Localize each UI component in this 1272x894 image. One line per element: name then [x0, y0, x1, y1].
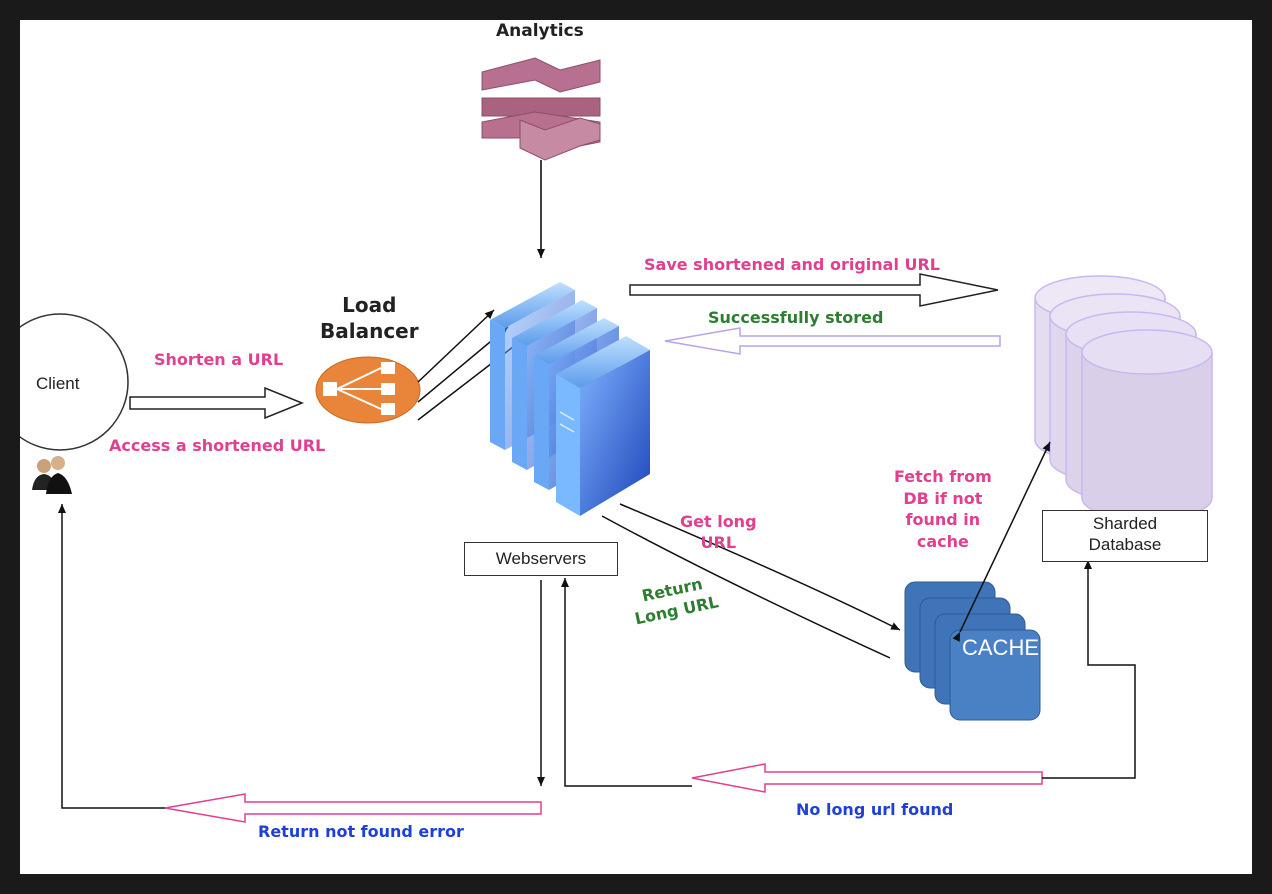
client-circle	[20, 313, 129, 451]
database-icon	[1034, 275, 1213, 521]
get-long-url-label: Get long URL	[680, 512, 757, 552]
balancer-server-arrow-1	[417, 309, 495, 383]
get-long-url-arrow	[619, 503, 901, 631]
not-found-arrow	[164, 793, 542, 823]
return-not-found-label: Return not found error	[258, 822, 464, 841]
database-path-line	[1042, 560, 1136, 779]
client-label: Client	[36, 374, 80, 393]
return-long-url-line	[601, 515, 891, 659]
load-balancer-icon	[315, 356, 421, 424]
webservers-icon	[490, 282, 650, 516]
shorten-url-label: Shorten a URL	[154, 350, 284, 369]
analytics-label: Analytics	[496, 21, 584, 41]
no-long-url-label: No long url found	[796, 800, 954, 819]
users-icon	[32, 456, 72, 494]
diagram-graphic	[20, 57, 1213, 823]
fetch-db-arrow	[952, 441, 1051, 642]
client-return-line	[58, 504, 165, 809]
no-long-url-arrow	[691, 763, 1043, 793]
webservers-box: Webservers	[464, 542, 618, 576]
stored-arrow	[664, 327, 1001, 355]
fetch-db-label: Fetch from DB if not found in cache	[894, 467, 992, 551]
successfully-stored-label: Successfully stored	[708, 308, 884, 327]
no-long-url-return-line	[561, 578, 692, 787]
sharded-database-box: Sharded Database	[1042, 510, 1208, 562]
client-to-balancer-arrow	[129, 386, 304, 420]
save-url-label: Save shortened and original URL	[644, 255, 940, 274]
diagram-canvas: Analytics Load Balancer Client Shorten a…	[20, 20, 1252, 874]
load-balancer-label: Load Balancer	[320, 293, 419, 343]
save-arrow	[629, 273, 999, 307]
cache-label: CACHE	[962, 635, 1040, 660]
access-url-label: Access a shortened URL	[109, 436, 326, 455]
analytics-icon	[481, 57, 601, 161]
